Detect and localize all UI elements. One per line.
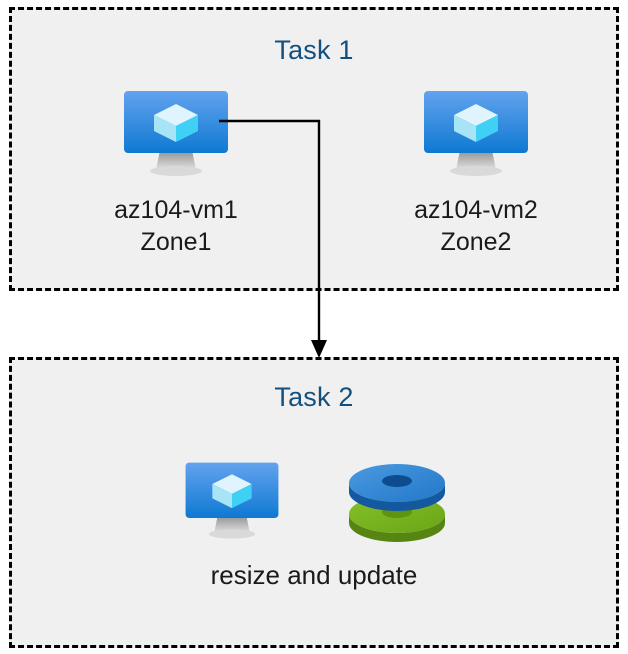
arrowhead-icon bbox=[311, 340, 327, 358]
managed-disks-icon bbox=[349, 464, 445, 542]
task-2-title: Task 2 bbox=[274, 382, 354, 412]
node-managed-disks[interactable] bbox=[332, 458, 462, 544]
node-label-az104-vm2: az104-vm2 Zone2 bbox=[414, 196, 538, 256]
task-2-container: Task 2 bbox=[9, 357, 619, 648]
virtual-machine-icon bbox=[185, 462, 279, 539]
task-2-caption: resize and update bbox=[210, 560, 418, 590]
virtual-machine-icon bbox=[124, 91, 228, 176]
virtual-machine-icon bbox=[424, 91, 528, 176]
node-az104-vm2[interactable]: az104-vm2 Zone2 bbox=[364, 88, 588, 258]
node-az104-vm1[interactable]: az104-vm1 Zone1 bbox=[64, 88, 288, 258]
node-label-az104-vm1: az104-vm1 Zone1 bbox=[114, 196, 238, 256]
task-1-title: Task 1 bbox=[274, 35, 354, 65]
node-task2-vm[interactable] bbox=[142, 458, 322, 544]
task-1-container: Task 1 bbox=[9, 7, 619, 291]
